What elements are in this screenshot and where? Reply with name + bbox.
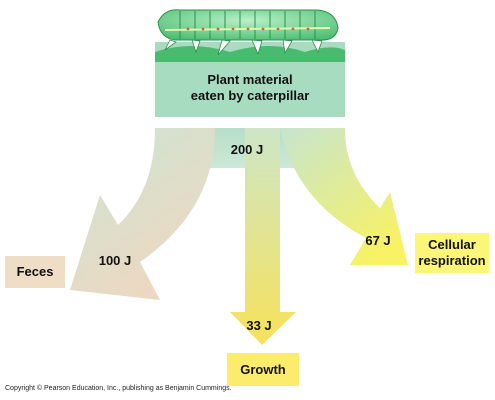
plant-material-label-line1: Plant material xyxy=(207,72,293,87)
feces-label: Feces xyxy=(16,264,54,279)
caterpillar-icon xyxy=(157,9,339,56)
growth-box: Growth xyxy=(227,353,299,386)
growth-label: Growth xyxy=(240,361,286,377)
energy-intake-value: 200 J xyxy=(230,142,264,157)
plant-material-label-line2: eaten by caterpillar xyxy=(190,88,310,103)
respiration-energy-value: 67 J xyxy=(365,233,391,248)
feces-energy-value: 100 J xyxy=(98,253,132,268)
cellular-respiration-label: Cellular respiration xyxy=(418,237,486,268)
leaf-edge xyxy=(155,46,345,62)
plant-material-label: Plant material eaten by caterpillar xyxy=(155,72,345,104)
growth-arrow xyxy=(230,128,296,345)
cellular-respiration-box: Cellular respiration xyxy=(415,233,489,273)
growth-energy-value: 33 J xyxy=(246,318,272,333)
respiration-arrow xyxy=(280,128,408,265)
feces-box: Feces xyxy=(5,256,65,288)
copyright-notice: Copyright © Pearson Education, Inc., pub… xyxy=(5,385,232,392)
feces-arrow xyxy=(70,128,215,300)
